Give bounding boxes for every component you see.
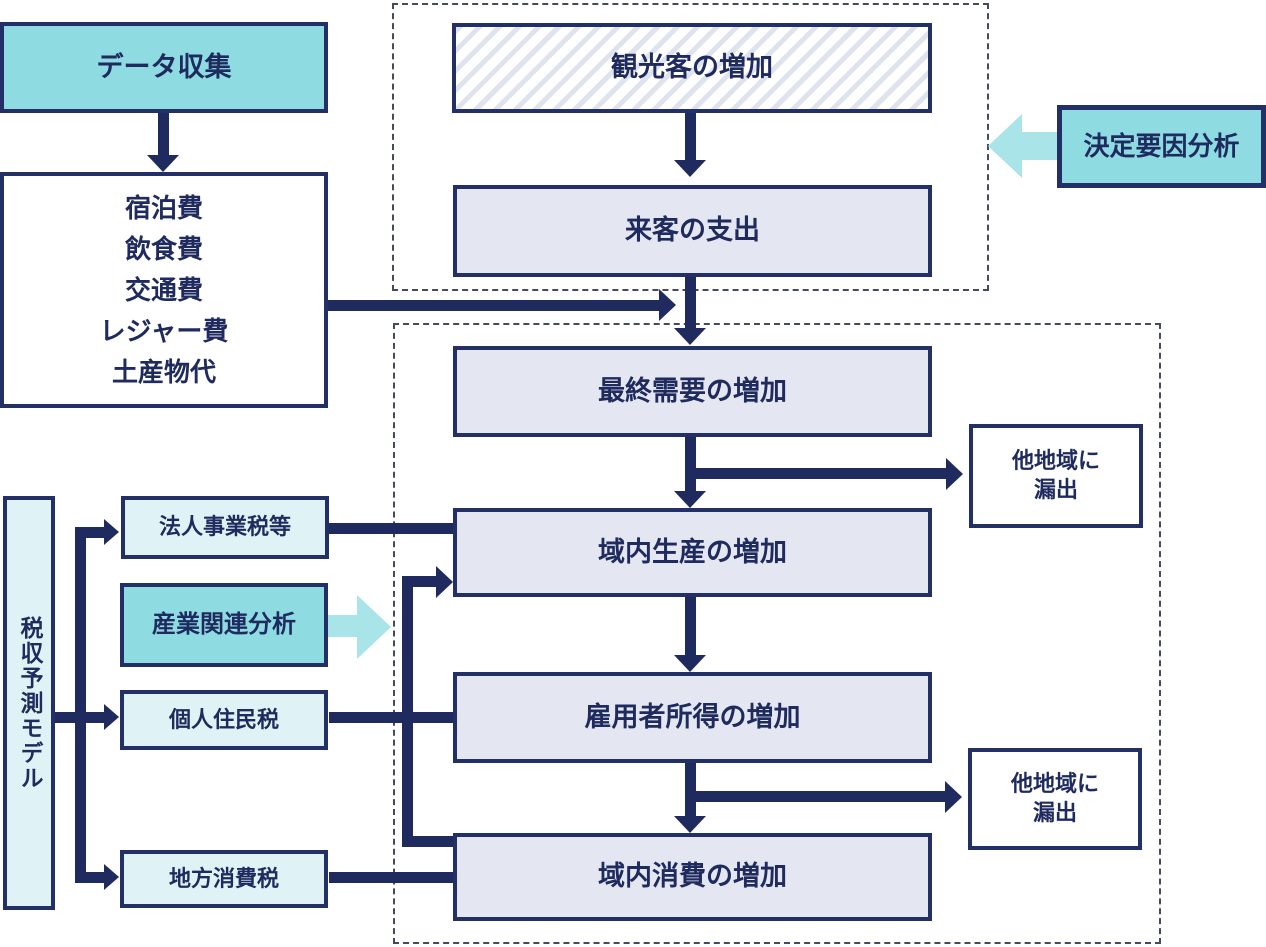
line-residenttax-to-income	[329, 712, 455, 723]
line-tax-branch-corporate	[75, 527, 104, 538]
arrowhead-expenses-to-flow	[659, 289, 676, 321]
arrowhead-spending-to-finaldemand	[674, 328, 706, 345]
arrow-datacollection-to-expenses	[158, 113, 169, 155]
leakage-2-line1: 他地域に	[1010, 771, 1099, 797]
arrowhead-tourist-to-spending	[674, 160, 706, 177]
expense-item-lodging: 宿泊費	[124, 192, 203, 223]
leakage-1-text: 他地域に 漏出	[1012, 447, 1100, 504]
block-arrow-determinant-body	[1022, 132, 1058, 160]
arrow-spending-to-finaldemand	[685, 277, 696, 328]
leakage-1-line2: 漏出	[1033, 477, 1078, 502]
block-arrow-industry-head	[357, 595, 391, 659]
tourist-increase-label: 観光客の増加	[611, 52, 773, 83]
box-tourist-increase: 観光客の増加	[452, 23, 932, 113]
arrowhead-tax-branch-corporate	[104, 519, 119, 545]
block-arrow-determinant-head	[988, 114, 1022, 178]
line-tax-branch-consumption	[75, 872, 104, 883]
box-consumption-tax: 地方消費税	[120, 850, 328, 908]
box-expense-list: 宿泊費 飲食費 交通費 レジャー費 土産物代	[0, 172, 328, 408]
arrow-branch-to-leakage-2	[685, 791, 945, 802]
arrow-production-to-income	[685, 597, 696, 655]
expense-list: 宿泊費 飲食費 交通費 レジャー費 土産物代	[100, 188, 229, 393]
regional-production-label: 域内生産の増加	[598, 536, 787, 567]
line-corporatetax-to-production	[329, 523, 455, 534]
box-data-collection: データ収集	[0, 22, 328, 113]
arrowhead-income-to-consumption	[674, 816, 706, 833]
arrow-expenses-to-flow	[328, 300, 659, 311]
group-economic-ripple	[393, 323, 1161, 944]
box-leakage-2: 他地域に 漏出	[968, 748, 1142, 850]
line-taxmodel-out	[55, 712, 86, 723]
arrow-branch-to-leakage-1	[685, 468, 946, 479]
leakage-2-text: 他地域に 漏出	[1011, 770, 1099, 827]
corporate-tax-label: 法人事業税等	[158, 514, 291, 540]
box-determinant-analysis: 決定要因分析	[1057, 105, 1266, 188]
arrow-tourist-to-spending	[685, 113, 696, 160]
leakage-1-line1: 他地域に	[1011, 448, 1100, 474]
employee-income-label: 雇用者所得の増加	[584, 701, 801, 732]
box-leakage-1: 他地域に 漏出	[969, 424, 1143, 528]
line-consumptiontax-to-consumption	[329, 872, 455, 883]
box-corporate-tax: 法人事業税等	[121, 496, 329, 559]
expense-item-food: 飲食費	[124, 233, 203, 264]
arrow-finaldemand-to-production	[685, 437, 696, 491]
line-tax-branch-resident	[86, 712, 104, 723]
expense-item-transport: 交通費	[124, 274, 203, 305]
leakage-2-line2: 漏出	[1032, 800, 1077, 825]
arrow-income-to-consumption	[685, 763, 696, 816]
industry-analysis-label: 産業関連分析	[152, 611, 296, 639]
arrowhead-branch-to-leakage-2	[945, 781, 962, 813]
box-final-demand: 最終需要の増加	[453, 346, 932, 437]
arrowhead-feedback-to-production	[436, 566, 453, 598]
final-demand-label: 最終需要の増加	[598, 375, 787, 406]
box-industry-analysis: 産業関連分析	[120, 583, 328, 667]
visitor-spending-label: 来客の支出	[625, 215, 760, 246]
line-tax-trunk-vertical	[75, 527, 86, 883]
block-arrow-industry-body	[328, 615, 357, 637]
arrowhead-production-to-income	[674, 655, 706, 672]
arrowhead-branch-to-leakage-1	[946, 458, 963, 490]
resident-tax-label: 個人住民税	[168, 706, 279, 732]
arrowhead-finaldemand-to-production	[674, 491, 706, 508]
line-feedback-bottom	[402, 836, 455, 847]
regional-consumption-label: 域内消費の増加	[598, 861, 787, 892]
box-visitor-spending: 来客の支出	[453, 185, 932, 277]
arrowhead-tax-branch-resident	[104, 704, 119, 730]
expense-item-leisure: レジャー費	[99, 315, 229, 346]
arrowhead-datacollection-to-expenses	[147, 155, 179, 172]
consumption-tax-label: 地方消費税	[168, 865, 279, 891]
box-regional-consumption: 域内消費の増加	[453, 833, 932, 921]
box-resident-tax: 個人住民税	[120, 690, 328, 750]
box-tax-model: 税収予測モデル	[3, 496, 55, 910]
line-feedback-vertical	[402, 576, 413, 847]
line-feedback-top	[402, 576, 436, 587]
determinant-analysis-label: 決定要因分析	[1083, 130, 1240, 161]
box-regional-production: 域内生産の増加	[453, 508, 932, 597]
tax-model-label: 税収予測モデル	[16, 615, 43, 791]
expense-item-souvenir: 土産物代	[111, 356, 216, 387]
box-employee-income: 雇用者所得の増加	[453, 672, 932, 763]
arrowhead-tax-branch-consumption	[104, 864, 119, 890]
data-collection-label: データ収集	[96, 51, 232, 82]
